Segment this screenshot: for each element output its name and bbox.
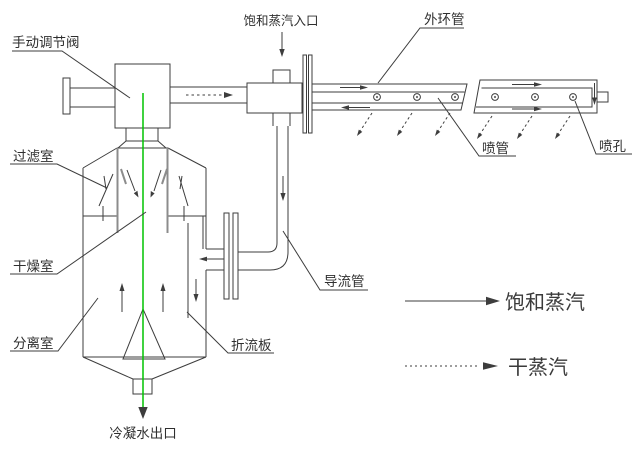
leader-outer-ring-pipe	[378, 28, 464, 83]
outer-ring-pipe-left-segment	[312, 84, 468, 137]
label-condensate-outlet: 冷凝水出口	[109, 426, 177, 441]
valve-stem	[70, 88, 115, 107]
cross-bottom-stub	[273, 113, 290, 126]
drying-chamber-walls	[118, 148, 168, 233]
leader-spray-hole	[575, 101, 632, 154]
flow-arrow-down	[280, 176, 286, 201]
label-baffle-plate: 折流板	[231, 338, 272, 353]
spray-hole-icon	[491, 93, 499, 101]
pipe-end-stub	[597, 92, 608, 102]
label-drying-chamber: 干燥室	[13, 258, 54, 274]
spray-jet-arrow	[554, 115, 571, 140]
condensate-arrowhead	[138, 407, 148, 419]
dry-steam-pipe	[170, 87, 247, 103]
spray-hole-icon	[569, 93, 577, 101]
spray-jet-arrow	[396, 112, 413, 137]
cross-hub	[247, 83, 302, 113]
label-manual-valve: 手动调节阀	[12, 35, 80, 50]
outer-ring-pipe-right-segment	[474, 80, 608, 140]
steam-inlet-arrow	[279, 32, 285, 57]
spray-hole-icon	[373, 93, 381, 101]
cross-fitting	[247, 70, 302, 126]
leader-baffle-plate	[187, 312, 274, 353]
dry-steam-flow-arrow	[186, 92, 233, 98]
legend-saturated-steam-label: 饱和蒸汽	[505, 291, 585, 314]
legend-saturated-steam-arrow	[405, 296, 500, 306]
leader-spray-pipe	[438, 98, 516, 156]
spray-jet-arrow	[434, 112, 451, 137]
legend-dry-steam-arrow	[405, 362, 498, 370]
flow-arrow-down	[193, 279, 199, 302]
leader-separation-chamber	[10, 298, 98, 351]
valve-neck	[126, 128, 158, 141]
swirl-arrow	[150, 170, 162, 198]
swirl-arrow	[127, 170, 139, 198]
label-flow-guide-pipe: 导流管	[324, 274, 365, 289]
legend: 饱和蒸汽 干蒸汽	[405, 291, 585, 379]
flow-arrow-left	[199, 256, 224, 262]
spray-hole-icon	[413, 93, 421, 101]
leader-filter-chamber	[10, 164, 107, 188]
label-outer-ring-pipe: 外环管	[424, 12, 465, 27]
flow-arrow-up	[160, 283, 166, 312]
flow-arrow-down	[592, 83, 597, 105]
manual-valve	[63, 64, 170, 148]
flow-arrow-left	[341, 105, 370, 110]
label-separation-chamber: 分离室	[13, 335, 54, 351]
flow-arrow-right	[340, 85, 368, 90]
label-filter-chamber: 过滤室	[13, 148, 54, 164]
flow-arrow-up	[119, 283, 125, 312]
leader-flow-guide-pipe	[283, 231, 368, 290]
spray-jet-arrow	[356, 112, 373, 137]
vessel	[83, 148, 206, 394]
valve-handwheel	[63, 78, 70, 114]
spray-jet-arrow	[476, 115, 493, 140]
flow-arrow-right	[512, 82, 542, 87]
filter-elements	[99, 169, 188, 221]
leader-manual-valve	[12, 51, 130, 98]
spray-jet-arrow	[516, 115, 533, 140]
flow-guide-pipe	[199, 126, 288, 270]
label-spray-pipe: 喷管	[482, 141, 509, 156]
vessel-flange	[224, 213, 238, 299]
leader-drying-chamber	[10, 212, 146, 274]
spray-hole-icon	[451, 93, 459, 101]
label-spray-hole: 喷孔	[599, 139, 627, 154]
valve-neck-flare	[118, 141, 166, 148]
spray-hole-icon	[531, 93, 539, 101]
flow-arrow-right	[512, 106, 542, 112]
inlet-flange	[303, 55, 312, 133]
cross-top-stub	[273, 70, 290, 83]
label-saturated-steam-inlet: 饱和蒸汽入口	[243, 13, 318, 28]
legend-dry-steam-label: 干蒸汽	[508, 356, 568, 379]
separator-cone	[123, 309, 165, 359]
callout-leaders	[10, 28, 632, 353]
